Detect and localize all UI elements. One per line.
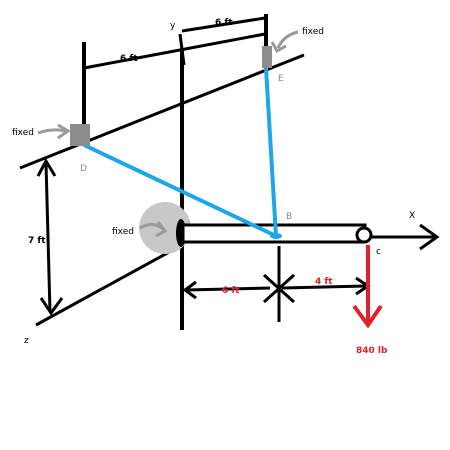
dim-7ft-line: [44, 162, 52, 313]
point-d-label: D: [80, 164, 87, 174]
fixed-wall-arrowhead: [155, 221, 168, 238]
point-b-label: B: [286, 212, 292, 222]
point-c-label: c: [376, 247, 381, 257]
dim-bottom-4ft-line: [281, 284, 367, 290]
fixed-top-label: fixed: [302, 27, 324, 37]
support-e: [262, 46, 272, 68]
dim-star-diag-b: [262, 273, 296, 304]
dim-7ft-top-arrowhead: [36, 157, 57, 177]
z-axis-line: [35, 243, 183, 327]
dim-4ft-label: 4 ft: [315, 277, 333, 287]
x-axis-arrowhead: [419, 223, 440, 251]
z-axis-label: z: [24, 336, 29, 346]
beam-end-c: [355, 226, 373, 244]
point-e-label: E: [278, 74, 284, 84]
fixed-wall-label: fixed: [112, 227, 134, 237]
fixed-left-label: fixed: [12, 128, 34, 138]
dim-top-tick: [178, 33, 186, 66]
fixed-left-arrowhead: [57, 123, 71, 140]
dim-top-6ft-label: 6 ft: [215, 18, 233, 28]
fixed-top-arrowhead: [270, 41, 287, 54]
dim-top-line: [83, 32, 266, 70]
dim-bottom-6ft-label: 6 ft: [222, 286, 240, 296]
load-arrowhead: [352, 304, 383, 329]
dim-bottom-left-arrowhead: [182, 280, 197, 300]
diagonal-top-line: [19, 53, 305, 170]
dim-upper-6ft-label: 6 ft: [120, 54, 138, 64]
dim-7ft-label: 7 ft: [28, 236, 46, 246]
dim-upper-line: [181, 16, 266, 33]
fixed-left-arrow: [37, 128, 67, 135]
y-axis-label: y: [170, 21, 176, 31]
point-b-marker: [270, 233, 282, 239]
dim-bottom-6ft-line: [185, 286, 271, 292]
support-d: [70, 124, 90, 146]
cable-be: [264, 67, 278, 237]
fixed-top-arrow: [276, 30, 299, 49]
load-label: 840 lb: [356, 346, 388, 356]
cable-bd: [83, 143, 277, 238]
x-axis-label: X: [409, 211, 415, 221]
dim-7ft-bottom-arrowhead: [39, 297, 64, 316]
